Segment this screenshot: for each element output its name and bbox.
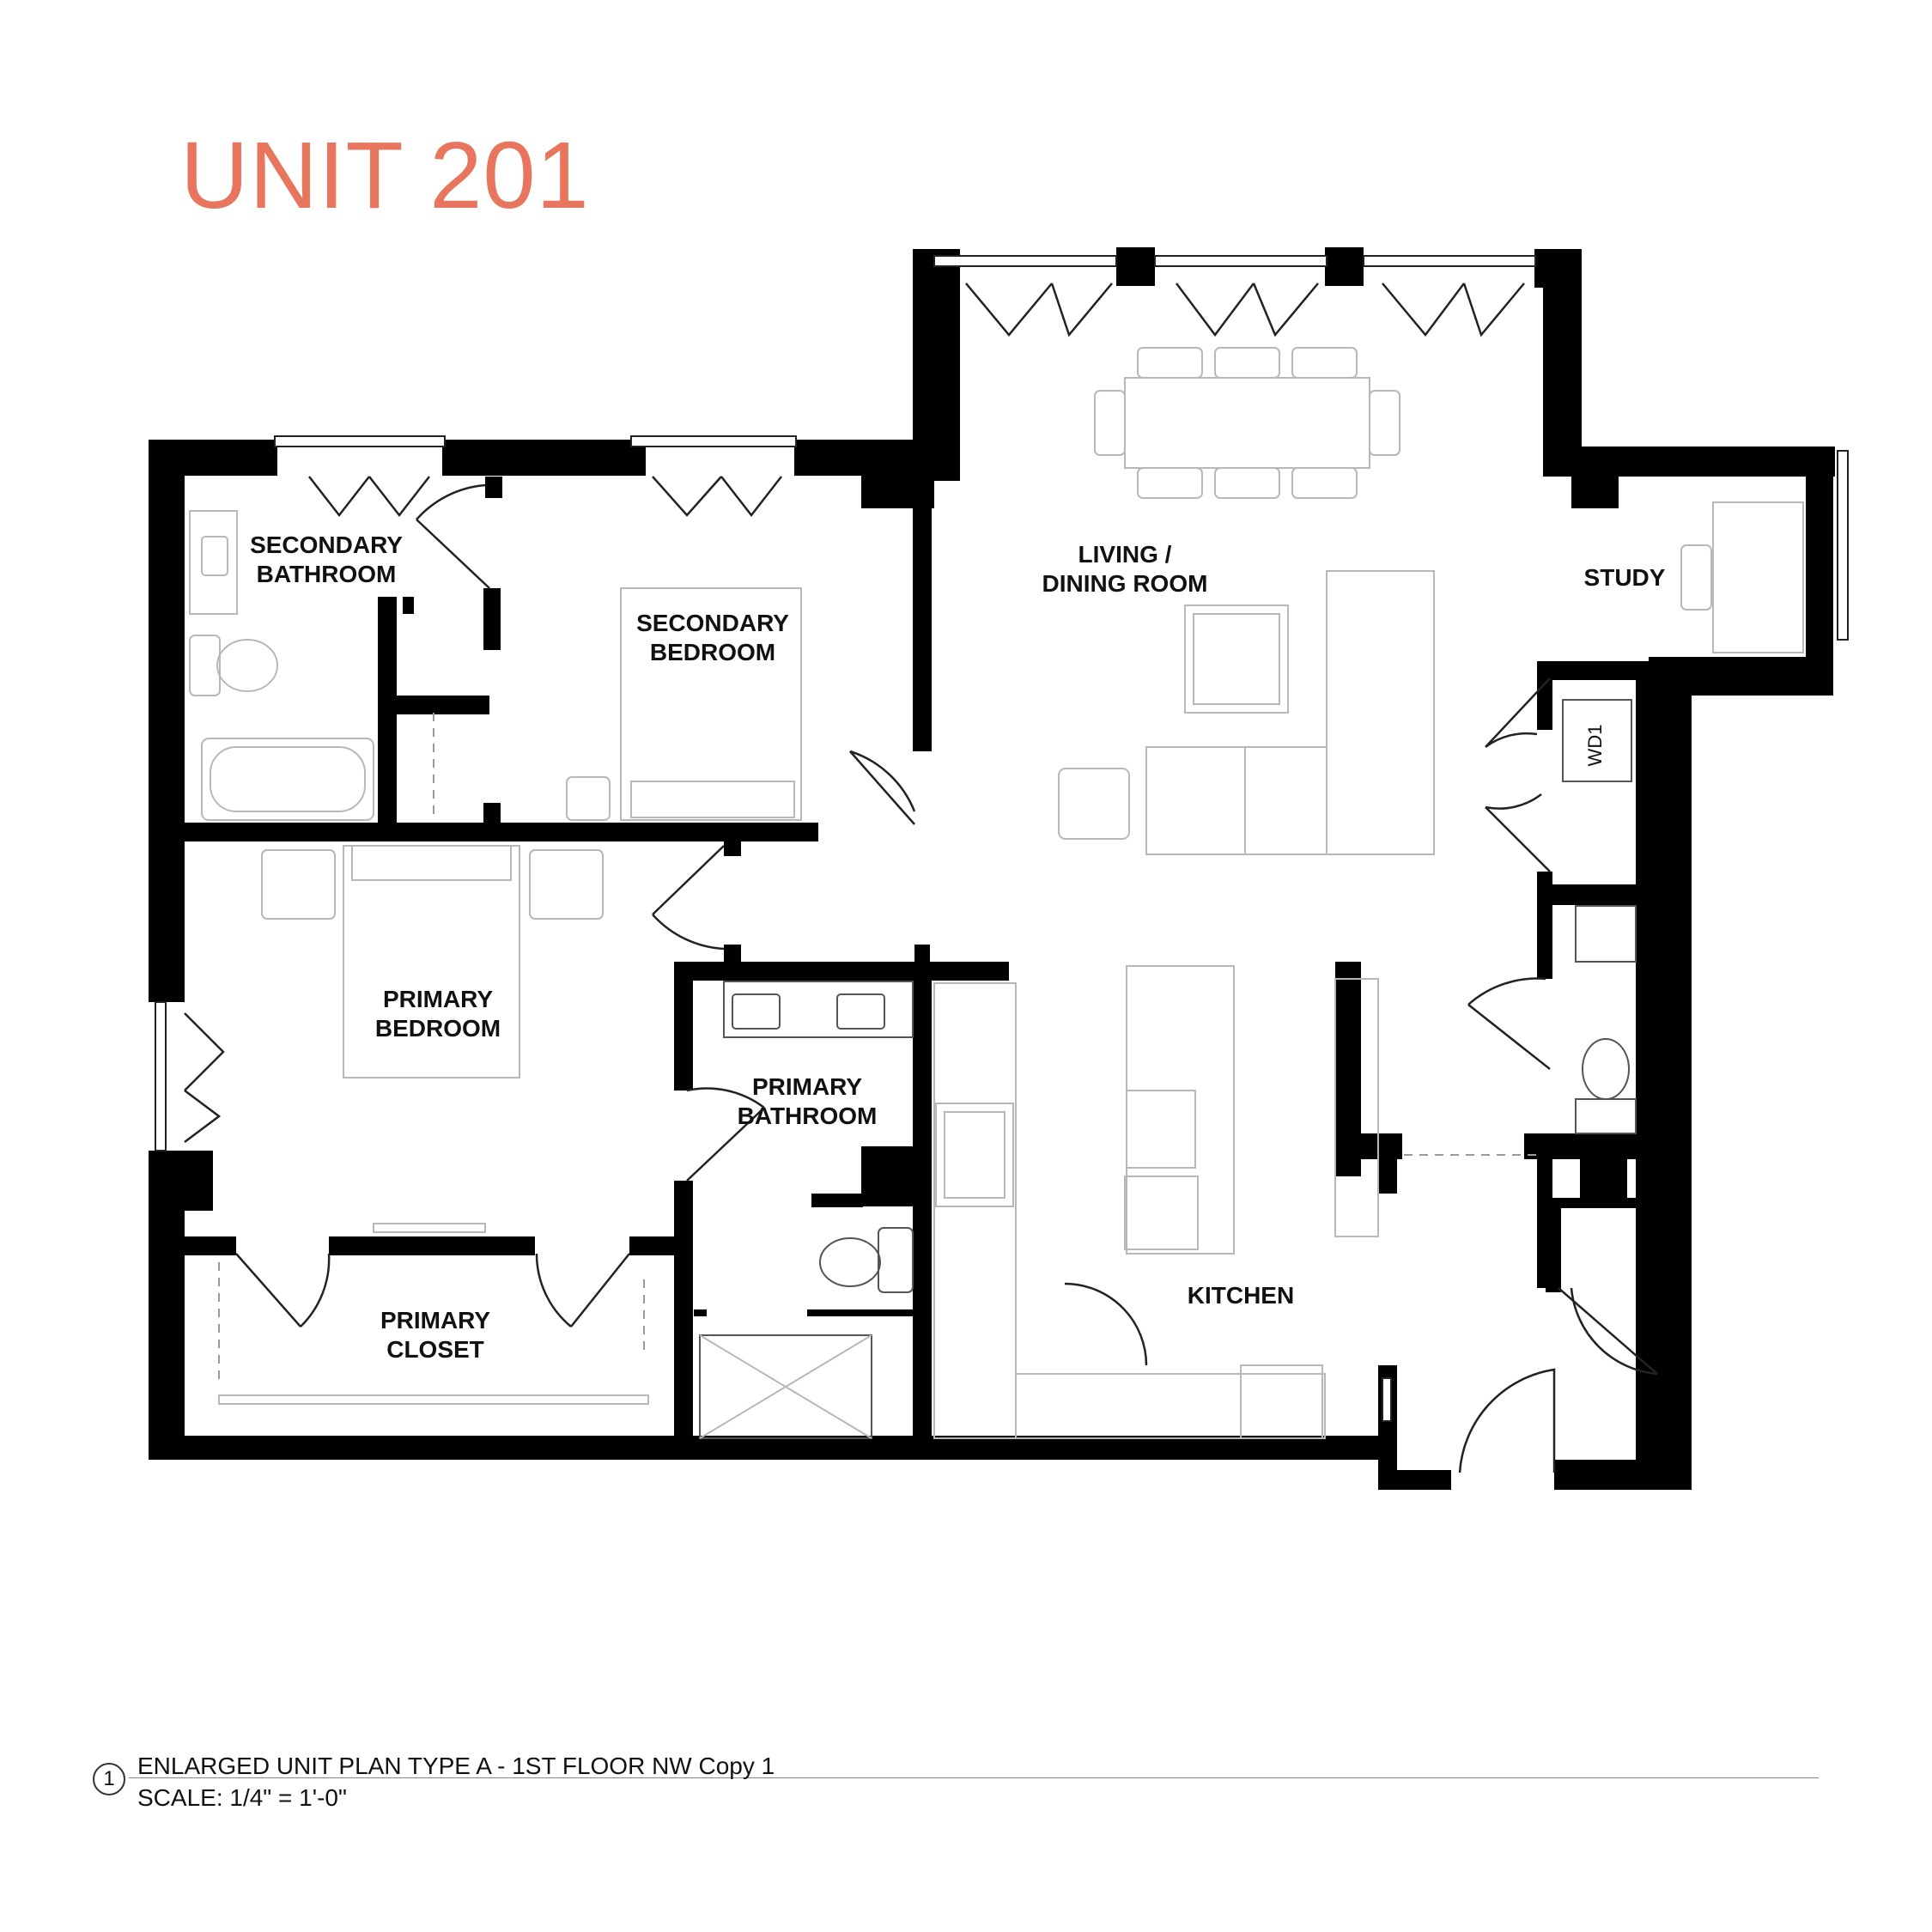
washer-dryer-label: WD1 bbox=[1584, 725, 1606, 767]
unit-title: UNIT 201 bbox=[180, 123, 590, 228]
walls bbox=[149, 247, 1835, 1490]
caption-rule bbox=[129, 1777, 1819, 1778]
kitchen-label: KITCHEN bbox=[1188, 1282, 1294, 1309]
windows bbox=[155, 255, 1849, 1422]
study-label: STUDY bbox=[1584, 564, 1666, 591]
drawing-title: ENLARGED UNIT PLAN TYPE A - 1ST FLOOR NW… bbox=[137, 1753, 775, 1779]
living-dining-label: LIVING /DINING ROOM bbox=[1042, 541, 1208, 597]
drawing-number-marker: 1 bbox=[93, 1763, 125, 1795]
doors bbox=[184, 283, 1658, 1473]
furniture bbox=[189, 347, 1804, 1439]
drawing-scale: SCALE: 1/4" = 1'-0" bbox=[137, 1784, 347, 1811]
